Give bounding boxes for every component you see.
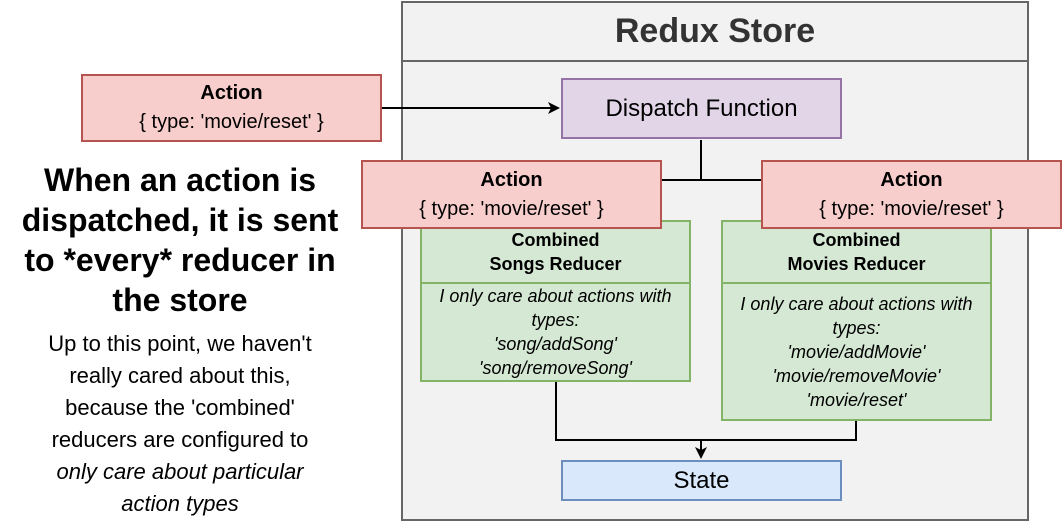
songs-reducer-title-line1: Combined xyxy=(511,230,600,250)
paragraph-italic-line: only care about particular xyxy=(56,459,304,484)
action-to-movies-box: Action { type: 'movie/reset' } xyxy=(761,160,1062,229)
action-to-movies-title: Action xyxy=(880,168,943,191)
songs-reducer-title-line2: Songs Reducer xyxy=(489,254,622,274)
state-label: State xyxy=(673,466,730,494)
movies-reducer-header: Combined Movies Reducer xyxy=(723,222,990,284)
songs-reducer-body-line: I only care about actions with xyxy=(439,286,672,306)
headline-line: When an action is xyxy=(43,162,317,198)
paragraph-line: really cared about this, xyxy=(69,363,291,388)
songs-reducer-box: Combined Songs Reducer I only care about… xyxy=(420,220,691,382)
songs-reducer-body-line: 'song/addSong' xyxy=(494,334,617,354)
headline-line: dispatched, it is sent xyxy=(21,202,339,238)
movies-reducer-body: I only care about actions with types: 'm… xyxy=(723,284,990,419)
movies-reducer-title-line2: Movies Reducer xyxy=(787,254,926,274)
movies-reducer-body-line: types: xyxy=(832,317,881,338)
paragraph-line: Up to this point, we haven't xyxy=(48,331,312,356)
songs-reducer-body-line: types: xyxy=(531,310,580,330)
redux-store-title: Redux Store xyxy=(401,1,1029,62)
explanation-headline: When an action is dispatched, it is sent… xyxy=(5,160,355,320)
songs-reducer-header: Combined Songs Reducer xyxy=(422,222,689,284)
movies-reducer-title-line1: Combined xyxy=(812,230,901,250)
movies-reducer-box: Combined Movies Reducer I only care abou… xyxy=(721,220,992,421)
movies-reducer-body-line: 'movie/reset' xyxy=(806,389,907,410)
movies-reducer-body-line: 'movie/removeMovie' xyxy=(772,365,941,386)
dispatch-function-label: Dispatch Function xyxy=(605,94,798,122)
songs-reducer-body: I only care about actions with types: 's… xyxy=(422,284,689,380)
action-to-songs-payload: { type: 'movie/reset' } xyxy=(419,197,604,220)
action-to-movies-payload: { type: 'movie/reset' } xyxy=(819,197,1004,220)
dispatch-function-box: Dispatch Function xyxy=(561,78,842,139)
explanation-paragraph: Up to this point, we haven't really care… xyxy=(10,328,350,520)
incoming-action-payload: { type: 'movie/reset' } xyxy=(139,111,324,133)
state-box: State xyxy=(561,460,842,501)
paragraph-italic-line: action types xyxy=(121,491,239,516)
paragraph-line: because the 'combined' xyxy=(65,395,295,420)
incoming-action-box: Action { type: 'movie/reset' } xyxy=(81,74,382,142)
action-to-songs-box: Action { type: 'movie/reset' } xyxy=(361,160,662,229)
movies-to-state-line xyxy=(701,421,857,441)
movies-reducer-body-line: I only care about actions with xyxy=(740,293,973,314)
action-to-songs-title: Action xyxy=(480,168,543,191)
paragraph-line: reducers are configured to xyxy=(51,427,309,452)
songs-reducer-body-line: 'song/removeSong' xyxy=(479,358,632,378)
songs-to-state-line xyxy=(555,382,701,441)
movies-reducer-body-line: 'movie/addMovie' xyxy=(787,341,926,362)
headline-line: to *every* reducer in xyxy=(24,242,336,278)
headline-line: the store xyxy=(112,282,248,318)
incoming-action-title: Action xyxy=(200,82,263,104)
